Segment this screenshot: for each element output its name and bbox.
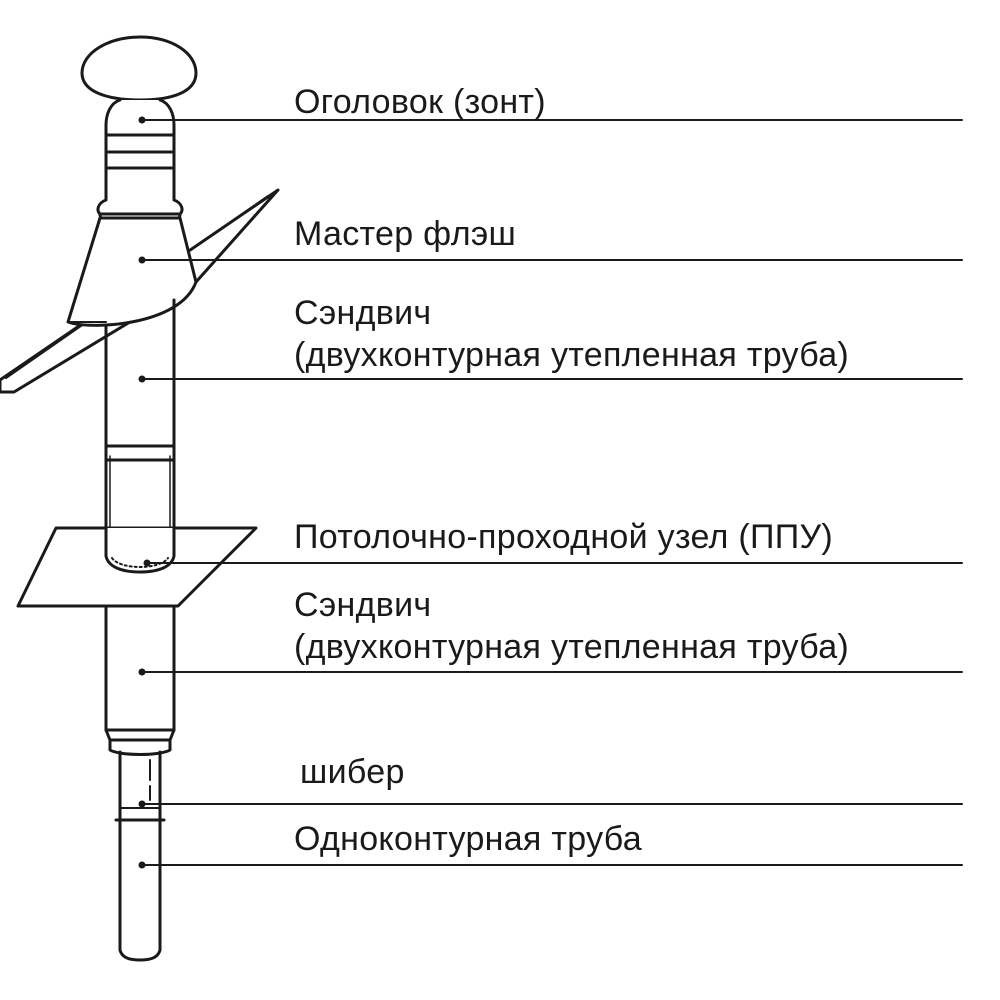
single-wall-pipe-drawing [118,820,162,962]
leader-master-flash [138,256,963,264]
cap-umbrella [80,35,198,137]
leader-cap [138,116,963,124]
leader-sandwich-lower [138,668,963,676]
label-ceiling-unit: Потолочно-проходной узел (ППУ) [294,518,834,556]
leader-sandwich-upper [138,375,963,383]
label-single-wall-pipe: Одноконтурная труба [294,820,642,858]
label-cap: Оголовок (зонт) [294,83,546,121]
leader-lines [138,116,963,869]
leader-ceiling-unit [143,559,963,567]
leader-damper [138,800,963,808]
label-damper: шибер [300,753,405,791]
master-flash [0,188,280,394]
label-sandwich-lower-line1: Сэндвич [294,586,432,624]
leader-single-wall-pipe [138,861,963,869]
label-sandwich-lower-line2: (двухконтурная утепленная труба) [294,628,850,666]
damper-section [114,750,166,822]
label-sandwich-upper-line1: Сэндвич [294,294,432,332]
ceiling-pass-through-plate [16,526,258,608]
label-master-flash: Мастер флэш [294,215,517,253]
lower-sandwich-pipe [104,604,176,756]
label-sandwich-upper-line2: (двухконтурная утепленная труба) [294,336,850,374]
upper-pipe-top [96,133,184,228]
